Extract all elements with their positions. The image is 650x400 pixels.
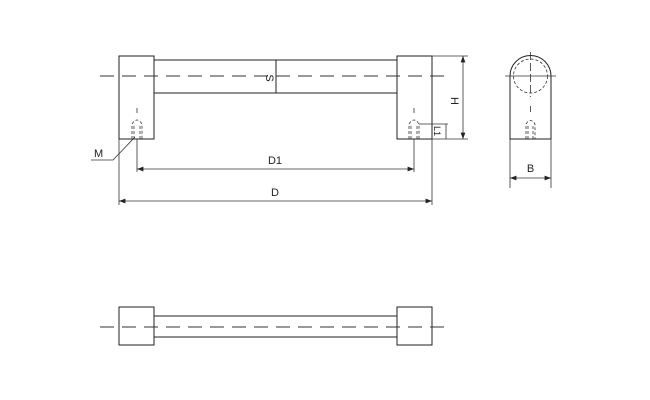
label-h: H bbox=[448, 97, 460, 105]
label-l1: L1 bbox=[432, 126, 442, 136]
label-b: B bbox=[527, 163, 534, 175]
right-post bbox=[396, 55, 433, 140]
top-right-post bbox=[396, 306, 433, 346]
label-d1: D1 bbox=[268, 155, 282, 167]
side-outline bbox=[509, 55, 552, 140]
label-m: M bbox=[94, 148, 103, 160]
right-thread-hole bbox=[408, 108, 420, 139]
label-d: D bbox=[271, 187, 279, 199]
side-view: B bbox=[505, 52, 556, 188]
front-view: S H L1 M D1 D bbox=[91, 55, 468, 205]
left-post bbox=[118, 55, 155, 140]
m-leader bbox=[91, 136, 136, 161]
top-left-post bbox=[118, 306, 155, 346]
label-s: S bbox=[263, 74, 275, 81]
left-thread-hole bbox=[131, 108, 143, 139]
top-view bbox=[100, 306, 445, 346]
side-thread-hole bbox=[525, 120, 536, 139]
